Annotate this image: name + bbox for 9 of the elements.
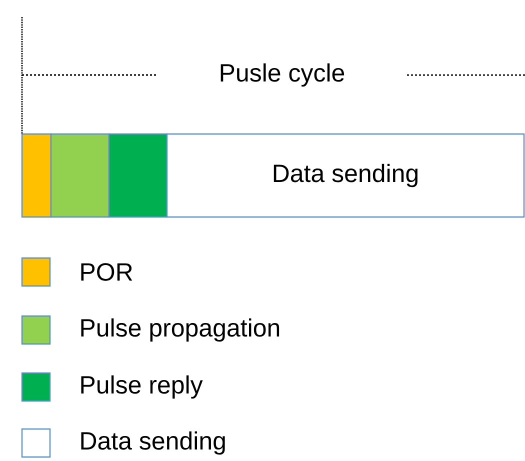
legend-text: Pulse reply <box>81 375 203 399</box>
legend-text: Pulse propagation <box>81 318 280 342</box>
bar-segment <box>21 133 52 218</box>
bar-segment <box>108 133 168 218</box>
legend-text: POR <box>81 263 132 281</box>
bar-segment <box>50 133 110 218</box>
dimension-label: Pusle cycle <box>218 62 346 88</box>
legend-text: Data sending <box>81 431 225 455</box>
bar-segment: Data sending <box>166 133 525 218</box>
